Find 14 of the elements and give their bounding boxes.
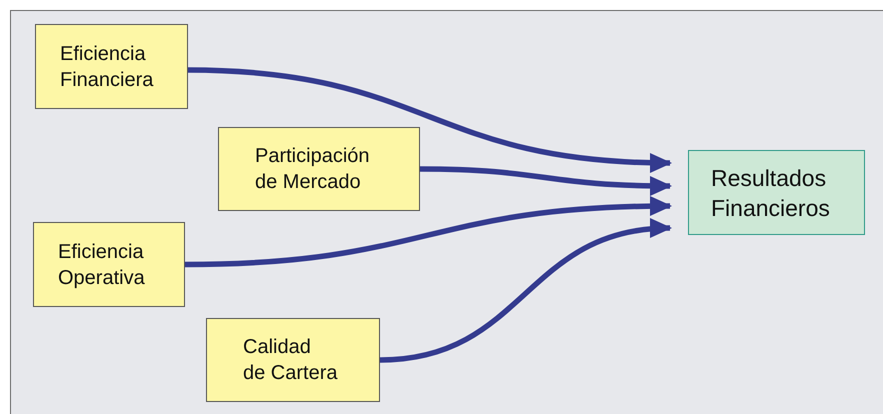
arrow [184, 196, 672, 268]
node-label: Eficiencia Operativa [58, 240, 146, 290]
node-label: Participación de Mercado [255, 144, 371, 195]
node-label: Eficiencia Financiera [60, 42, 154, 92]
arrow [188, 67, 672, 172]
factor-box [206, 318, 380, 402]
node-label: Resultados Financieros [711, 164, 831, 222]
factor-box [33, 222, 185, 307]
node-label: Calidad de Cartera [243, 335, 338, 386]
factor-box [35, 24, 188, 109]
outcome-box [688, 150, 865, 235]
factor-box [218, 127, 420, 211]
arrow [420, 166, 672, 196]
arrow [380, 220, 672, 363]
